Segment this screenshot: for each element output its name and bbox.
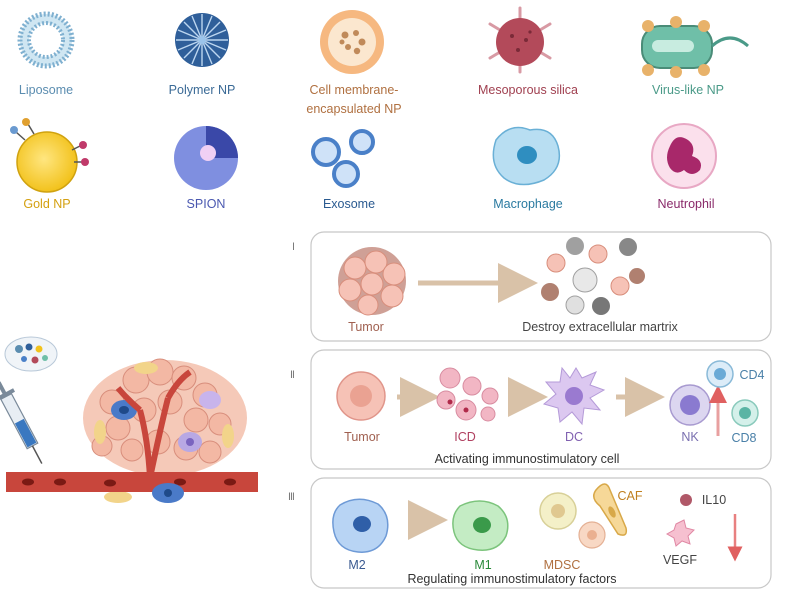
cell-membrane-np-icon xyxy=(320,10,384,74)
panel-2-tumor-label: Tumor xyxy=(344,430,380,444)
panel-2-marker: Ⅱ xyxy=(290,370,295,381)
injection-illustration xyxy=(0,336,258,503)
dispersed-cells-icon xyxy=(541,237,645,315)
panel-1 xyxy=(310,231,772,342)
spion-label: SPION xyxy=(187,197,226,211)
vegf-icon xyxy=(665,519,695,547)
panel-3-vegf-label: VEGF xyxy=(663,553,697,567)
panel-3-m1-label: M1 xyxy=(474,558,491,572)
macrophage-icon xyxy=(492,126,561,186)
m2-macrophage-icon xyxy=(332,498,389,553)
panel-2-nk-label: NK xyxy=(681,430,699,444)
nk-cell-icon xyxy=(669,384,711,426)
tumor-mass xyxy=(83,358,247,503)
blood-vessel xyxy=(6,472,258,492)
exosome-label: Exosome xyxy=(323,197,375,211)
mdsc-cell-2-icon xyxy=(578,521,606,549)
icd-cells-icon xyxy=(436,367,499,422)
panel-1-result-label: Destroy extracellular martrix xyxy=(522,320,678,334)
mesoporous-silica-icon xyxy=(488,6,552,74)
panel-1-marker: Ⅰ xyxy=(292,242,295,253)
tumor-cluster-icon xyxy=(338,247,406,316)
cell-membrane-np-label-line2: encapsulated NP xyxy=(306,102,401,116)
macrophage-label: Macrophage xyxy=(493,197,563,211)
liposome-label: Liposome xyxy=(19,83,73,97)
syringe-icon xyxy=(0,381,43,464)
cell-membrane-np-label-line1: Cell membrane- xyxy=(310,83,399,97)
neutrophil-label: Neutrophil xyxy=(658,197,715,211)
panel-2-caption: Activating immunostimulatory cell xyxy=(435,452,620,466)
cd8-cell-icon xyxy=(731,399,759,427)
caf-cell-icon xyxy=(593,483,628,536)
liposome-icon xyxy=(17,11,75,69)
panel-3-il10-label: IL10 xyxy=(702,493,726,507)
virus-like-np-label: Virus-like NP xyxy=(652,83,724,97)
spion-icon xyxy=(174,126,238,190)
mesoporous-silica-label: Mesoporous silica xyxy=(478,83,578,97)
il10-icon xyxy=(680,494,692,506)
panel-3-mdsc-label: MDSC xyxy=(544,558,581,572)
panel-2-dc-label: DC xyxy=(565,430,583,444)
gold-np-icon xyxy=(10,118,89,193)
panel-2-tumor-cell-icon xyxy=(336,371,386,421)
panel-3-marker: Ⅲ xyxy=(288,492,295,503)
panel-2-cd4-label: CD4 xyxy=(739,368,764,382)
polymer-np-icon xyxy=(175,13,229,67)
cd4-cell-icon xyxy=(706,360,734,388)
m1-macrophage-icon xyxy=(452,500,509,551)
mdsc-cell-icon xyxy=(539,492,577,530)
neutrophil-icon xyxy=(651,123,717,189)
panel-2-cd8-label: CD8 xyxy=(731,431,756,445)
virus-like-np-icon xyxy=(641,16,749,78)
gold-np-label: Gold NP xyxy=(23,197,70,211)
polymer-np-label: Polymer NP xyxy=(169,83,236,97)
panel-3-caption: Regulating immunostimulatory factors xyxy=(407,572,616,586)
panel-2-icd-label: ICD xyxy=(454,430,476,444)
panel-3-m2-label: M2 xyxy=(348,558,365,572)
exosome-icon xyxy=(311,129,375,188)
panel-1-tumor-label: Tumor xyxy=(348,320,384,334)
dc-cell-icon xyxy=(542,366,606,426)
panel-3-caf-label: CAF xyxy=(618,489,643,503)
